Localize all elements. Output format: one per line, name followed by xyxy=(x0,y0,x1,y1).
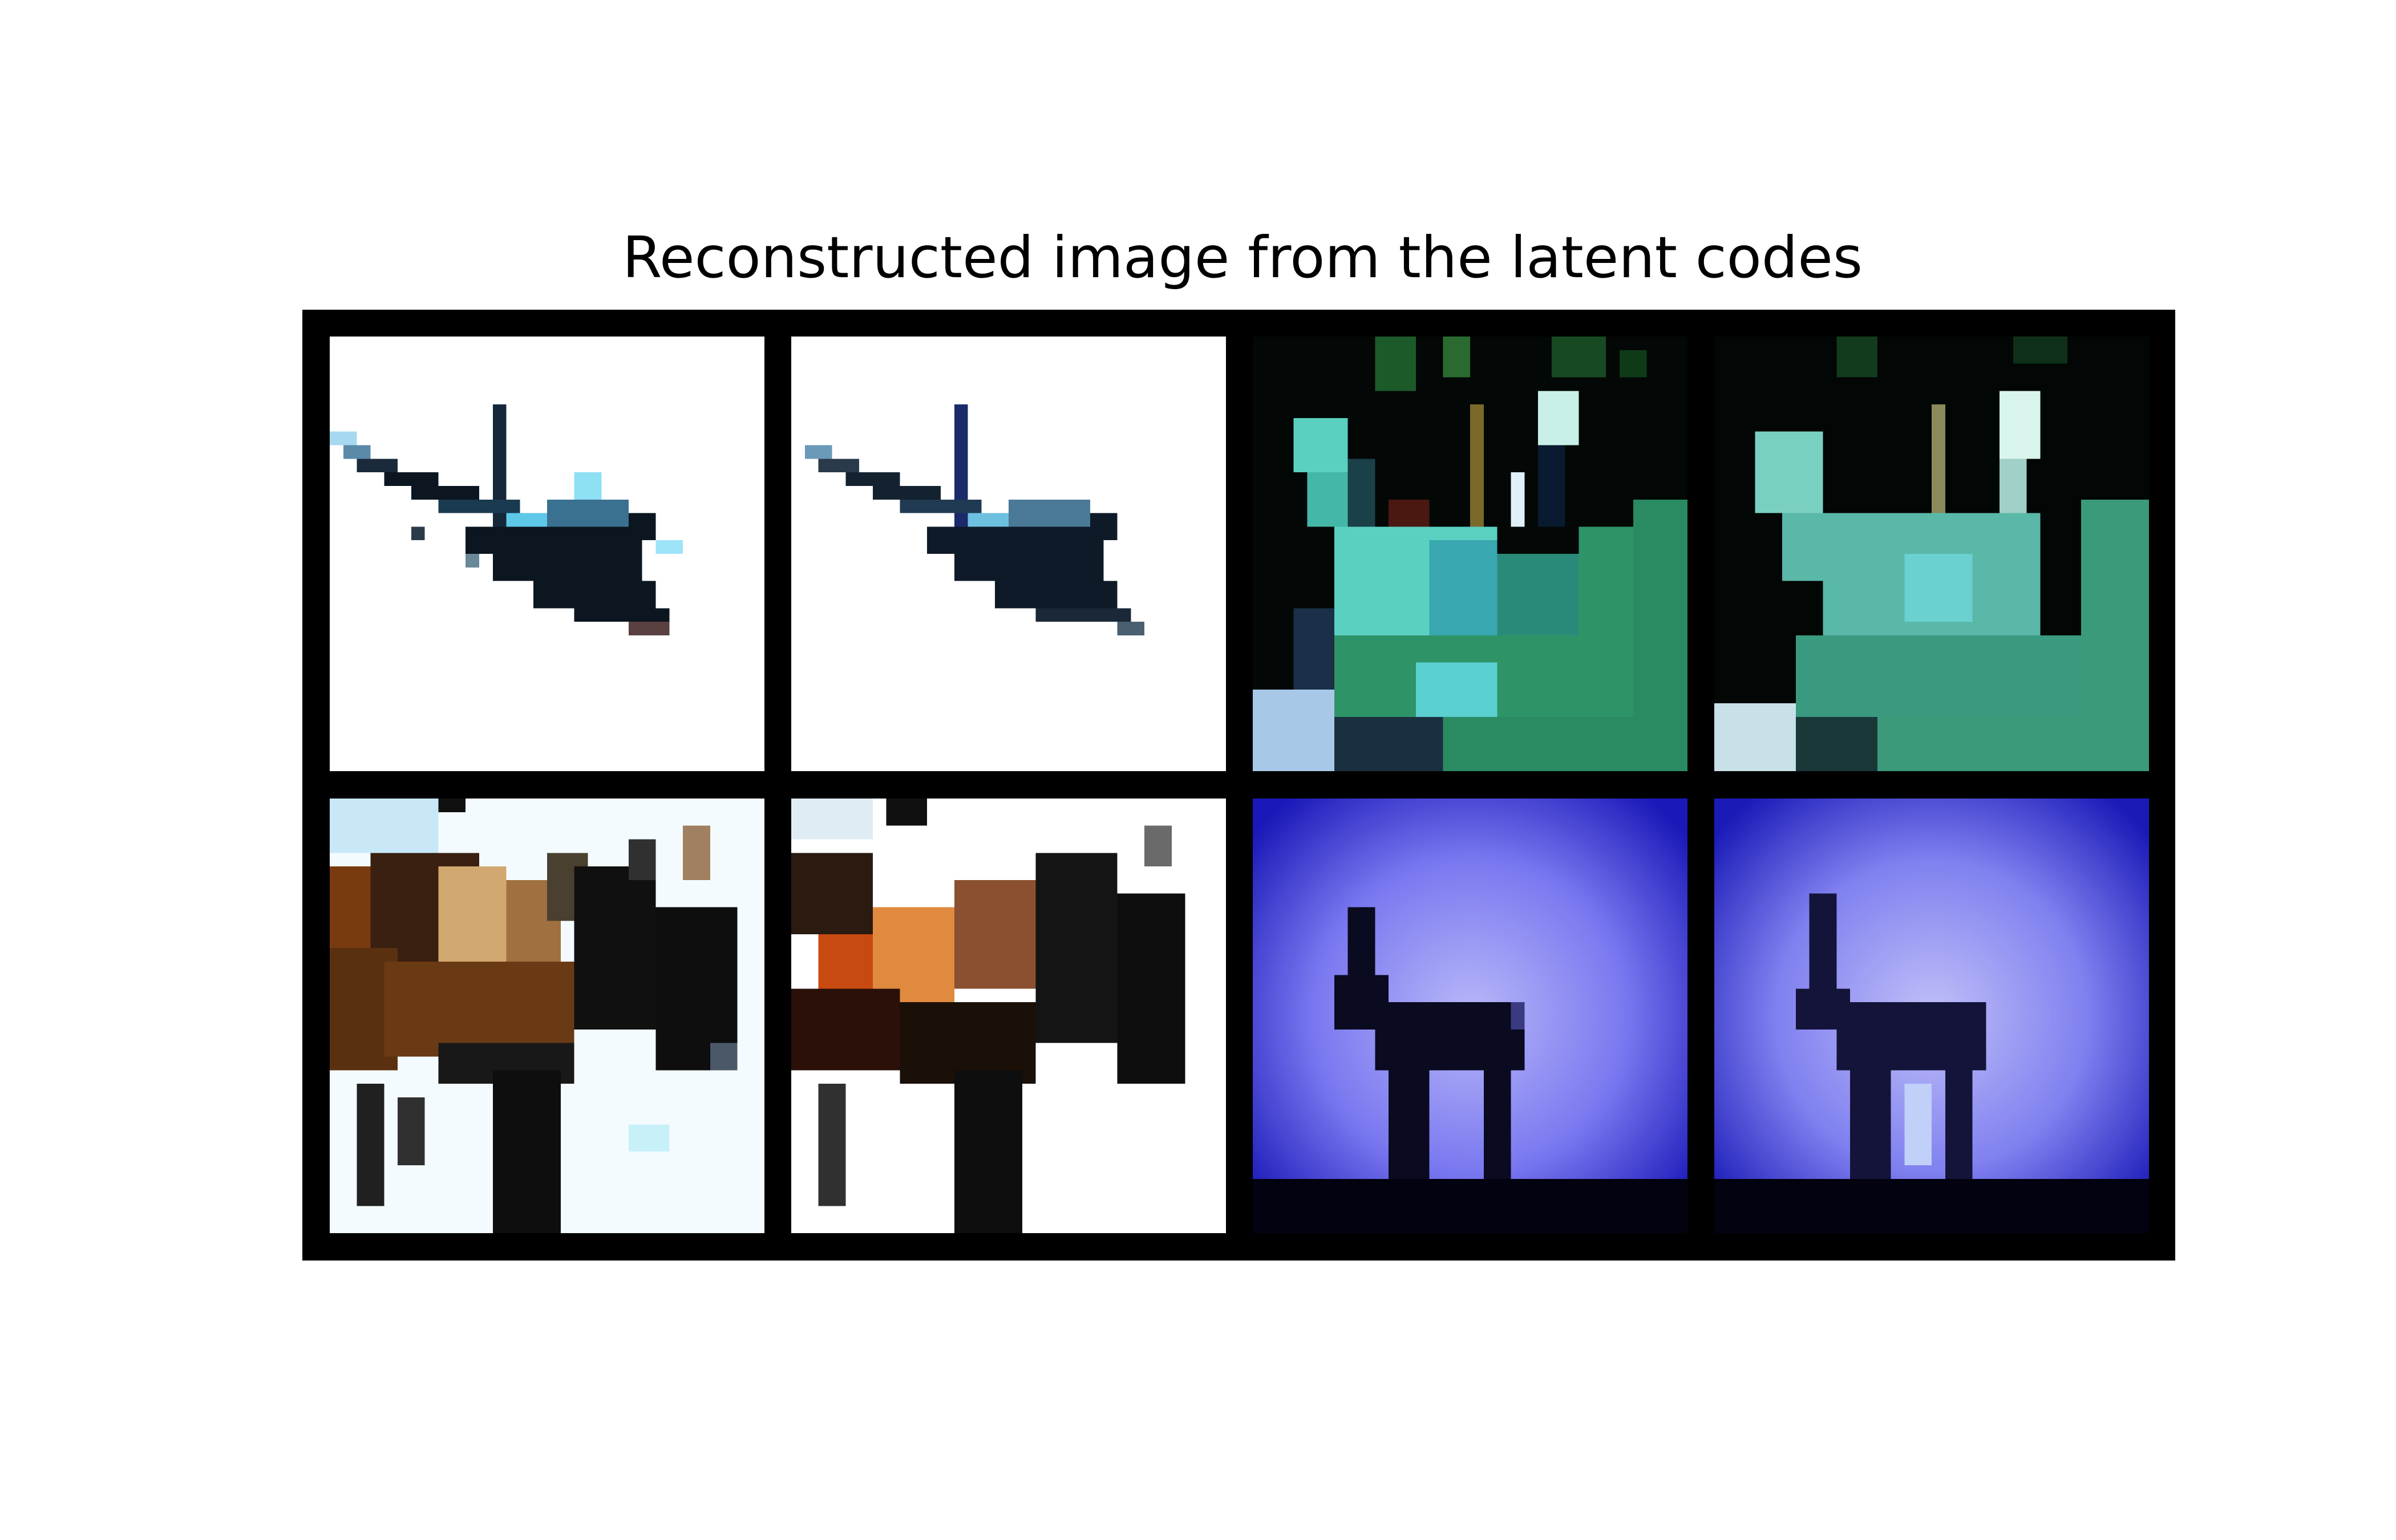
image-tile-horse-original xyxy=(330,799,764,1233)
image-tile-deer-original xyxy=(1253,799,1687,1233)
image-grid xyxy=(302,310,2175,1261)
figure-title: Reconstructed image from the latent code… xyxy=(622,224,1863,291)
image-tile-airplane-reconstruction xyxy=(791,337,1226,771)
image-tile-frog-reconstruction xyxy=(1714,337,2149,771)
image-tile-frog-original xyxy=(1253,337,1687,771)
image-tile-airplane-original xyxy=(330,337,764,771)
image-tile-horse-reconstruction xyxy=(791,799,1226,1233)
image-tile-deer-reconstruction xyxy=(1714,799,2149,1233)
